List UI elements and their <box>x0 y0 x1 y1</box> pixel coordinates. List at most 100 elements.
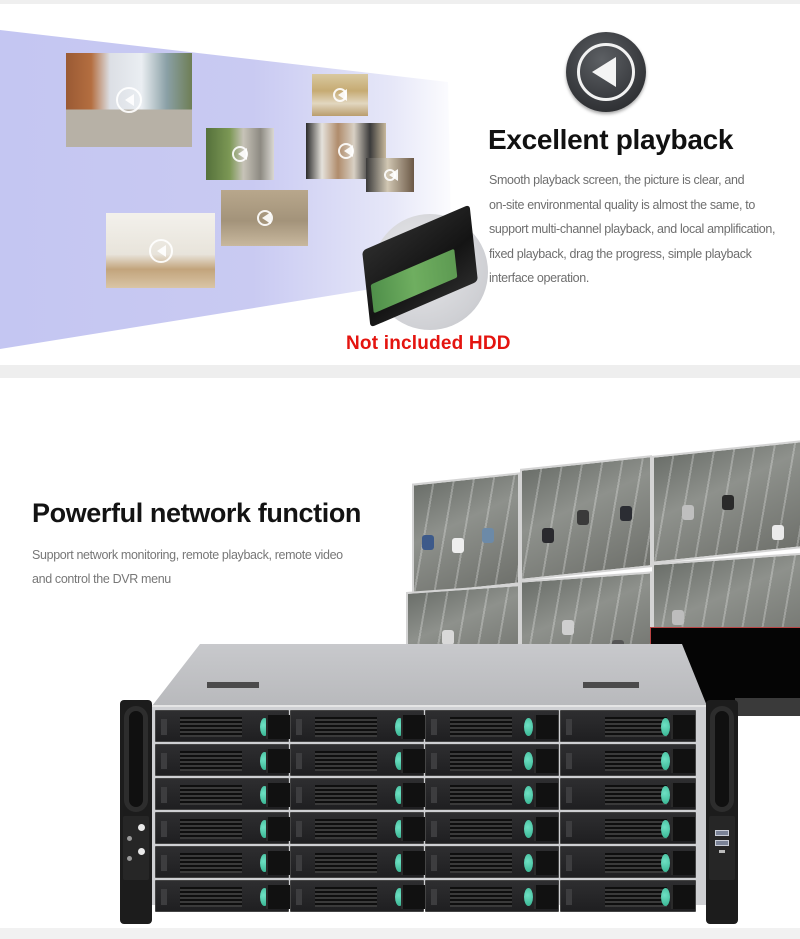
top-border <box>0 0 800 4</box>
drive-bay[interactable] <box>155 846 290 878</box>
server-chassis-top <box>152 644 707 706</box>
network-description-line: and control the DVR menu <box>32 572 171 586</box>
drive-latch-icon[interactable] <box>395 820 404 838</box>
left-rack-handle[interactable] <box>120 700 152 924</box>
playback-description-line: on-site environmental quality is almost … <box>489 197 755 212</box>
drive-latch-icon[interactable] <box>524 820 533 838</box>
drive-latch-icon[interactable] <box>260 888 269 906</box>
drive-bay[interactable] <box>290 846 425 878</box>
drive-latch-icon[interactable] <box>524 888 533 906</box>
network-feature-section: Powerful network function Support networ… <box>0 378 800 928</box>
drive-latch-icon[interactable] <box>260 786 269 804</box>
video-thumbnail-store-corner <box>366 158 414 192</box>
playback-rewind-icon <box>566 32 646 112</box>
play-circle-icon <box>256 210 273 226</box>
drive-bay[interactable] <box>290 744 425 776</box>
usb-port-icon[interactable] <box>715 830 729 836</box>
handle-grip[interactable] <box>124 706 148 812</box>
drive-latch-icon[interactable] <box>395 854 404 872</box>
reset-button-icon[interactable] <box>138 848 145 855</box>
drive-latch-icon[interactable] <box>260 854 269 872</box>
video-thumbnail-dog-and-child <box>221 190 308 246</box>
video-thumbnail-garden-alley <box>206 128 274 180</box>
car <box>452 538 464 553</box>
drive-bay[interactable] <box>560 778 696 810</box>
usb-panel <box>709 816 735 880</box>
play-circle-icon <box>384 169 396 181</box>
video-thumbnail-living-room <box>106 213 215 288</box>
server-chassis-front <box>152 705 707 912</box>
network-description-line: Support network monitoring, remote playb… <box>32 548 343 562</box>
drive-latch-icon[interactable] <box>395 718 404 736</box>
drive-bay[interactable] <box>290 778 425 810</box>
drive-bay[interactable] <box>155 778 290 810</box>
drive-latch-icon[interactable] <box>661 854 670 872</box>
handle-grip[interactable] <box>710 706 734 812</box>
car <box>482 528 494 543</box>
right-rack-handle[interactable] <box>706 700 738 924</box>
drive-bay[interactable] <box>425 846 559 878</box>
drive-bay[interactable] <box>155 812 290 844</box>
playback-feature-section: Not included HDD Excellent playback Smoo… <box>0 4 800 365</box>
drive-latch-icon[interactable] <box>260 820 269 838</box>
hdd-status-led-icon <box>127 836 132 841</box>
drive-latch-icon[interactable] <box>524 718 533 736</box>
drive-bay[interactable] <box>560 710 696 742</box>
power-button-icon[interactable] <box>138 824 145 831</box>
front-control-panel <box>123 816 149 880</box>
drive-bay[interactable] <box>290 812 425 844</box>
drive-latch-icon[interactable] <box>661 718 670 736</box>
drive-bay[interactable] <box>560 880 696 912</box>
usb-symbol-icon <box>719 850 725 853</box>
car <box>672 610 684 625</box>
drive-latch-icon[interactable] <box>395 752 404 770</box>
camera-feed-panel <box>412 472 520 596</box>
chassis-label-plate <box>207 682 259 688</box>
monitor-stand <box>735 698 800 716</box>
drive-bay[interactable] <box>425 880 559 912</box>
drive-bay[interactable] <box>560 744 696 776</box>
drive-latch-icon[interactable] <box>260 718 269 736</box>
video-thumbnail-supermarket-aisle <box>312 74 368 116</box>
drive-latch-icon[interactable] <box>395 888 404 906</box>
playback-description-line: interface operation. <box>489 271 590 285</box>
drive-bay[interactable] <box>290 880 425 912</box>
drive-latch-icon[interactable] <box>524 854 533 872</box>
car <box>442 630 454 645</box>
drive-latch-icon[interactable] <box>661 752 670 770</box>
network-status-led-icon <box>127 856 132 861</box>
drive-bay[interactable] <box>425 744 559 776</box>
car <box>562 620 574 635</box>
play-circle-icon <box>148 238 173 263</box>
drive-latch-icon[interactable] <box>661 820 670 838</box>
playback-description-line: fixed playback, drag the progress, simpl… <box>489 246 752 261</box>
drive-bay[interactable] <box>155 710 290 742</box>
playback-description-line: Smooth playback screen, the picture is c… <box>489 173 745 187</box>
drive-bay[interactable] <box>290 710 425 742</box>
usb-port-icon[interactable] <box>715 840 729 846</box>
car <box>722 495 734 510</box>
drive-bay[interactable] <box>560 846 696 878</box>
network-title: Powerful network function <box>32 498 362 528</box>
play-circle-icon <box>338 143 354 159</box>
video-thumbnail-city-street <box>66 53 192 147</box>
drive-bay[interactable] <box>425 778 559 810</box>
drive-bay[interactable] <box>155 744 290 776</box>
car <box>422 535 434 550</box>
drive-latch-icon[interactable] <box>524 786 533 804</box>
playback-description: Smooth playback screen, the picture is c… <box>489 168 799 291</box>
drive-bay[interactable] <box>560 812 696 844</box>
network-description: Support network monitoring, remote playb… <box>32 543 343 591</box>
drive-latch-icon[interactable] <box>661 786 670 804</box>
play-circle-icon <box>333 88 347 102</box>
playback-title: Excellent playback <box>488 124 734 155</box>
drive-latch-icon[interactable] <box>524 752 533 770</box>
drive-latch-icon[interactable] <box>395 786 404 804</box>
car <box>682 505 694 520</box>
play-circle-icon <box>116 87 142 113</box>
drive-bay[interactable] <box>425 812 559 844</box>
drive-latch-icon[interactable] <box>260 752 269 770</box>
drive-bay[interactable] <box>155 880 290 912</box>
drive-bay[interactable] <box>425 710 559 742</box>
drive-latch-icon[interactable] <box>661 888 670 906</box>
